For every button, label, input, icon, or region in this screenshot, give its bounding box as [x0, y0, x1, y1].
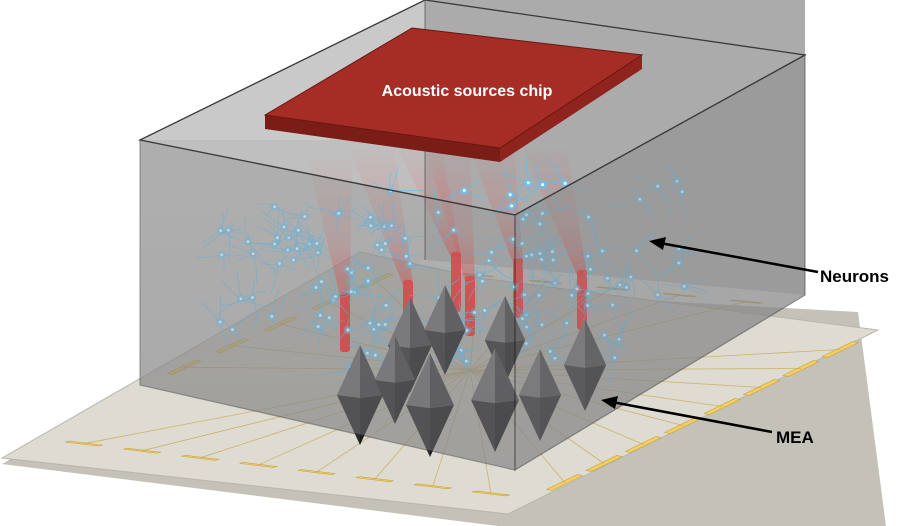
- chip-label: Acoustic sources chip: [382, 83, 553, 100]
- enclosure-top-edges: [137, 0, 808, 216]
- neuron: [494, 168, 531, 214]
- neuron-soma: [508, 193, 512, 197]
- enclosure-front: [137, 0, 808, 472]
- neuron: [488, 197, 519, 215]
- neuron-soma: [541, 183, 545, 187]
- chip-right-side: [500, 55, 642, 162]
- neuron: [502, 154, 537, 196]
- neurons-arrow-head: [649, 237, 666, 250]
- mea-annotation: MEA: [601, 396, 814, 447]
- neuron-soma: [526, 181, 530, 185]
- neuron-soma: [563, 182, 567, 185]
- chip-front-side: [265, 115, 500, 162]
- mea-arrow-line: [611, 400, 773, 434]
- neuron-soma: [462, 189, 466, 192]
- mea-arrow-head: [601, 396, 618, 409]
- acoustic-chip: Acoustic sources chip: [263, 27, 644, 162]
- neurons-arrow-line: [659, 241, 819, 274]
- neuron-soma: [510, 204, 514, 208]
- chip-top: [263, 27, 644, 149]
- mea-label: MEA: [776, 428, 814, 447]
- neurons-label: Neurons: [820, 267, 889, 286]
- neurons-annotation: Neurons: [649, 237, 889, 286]
